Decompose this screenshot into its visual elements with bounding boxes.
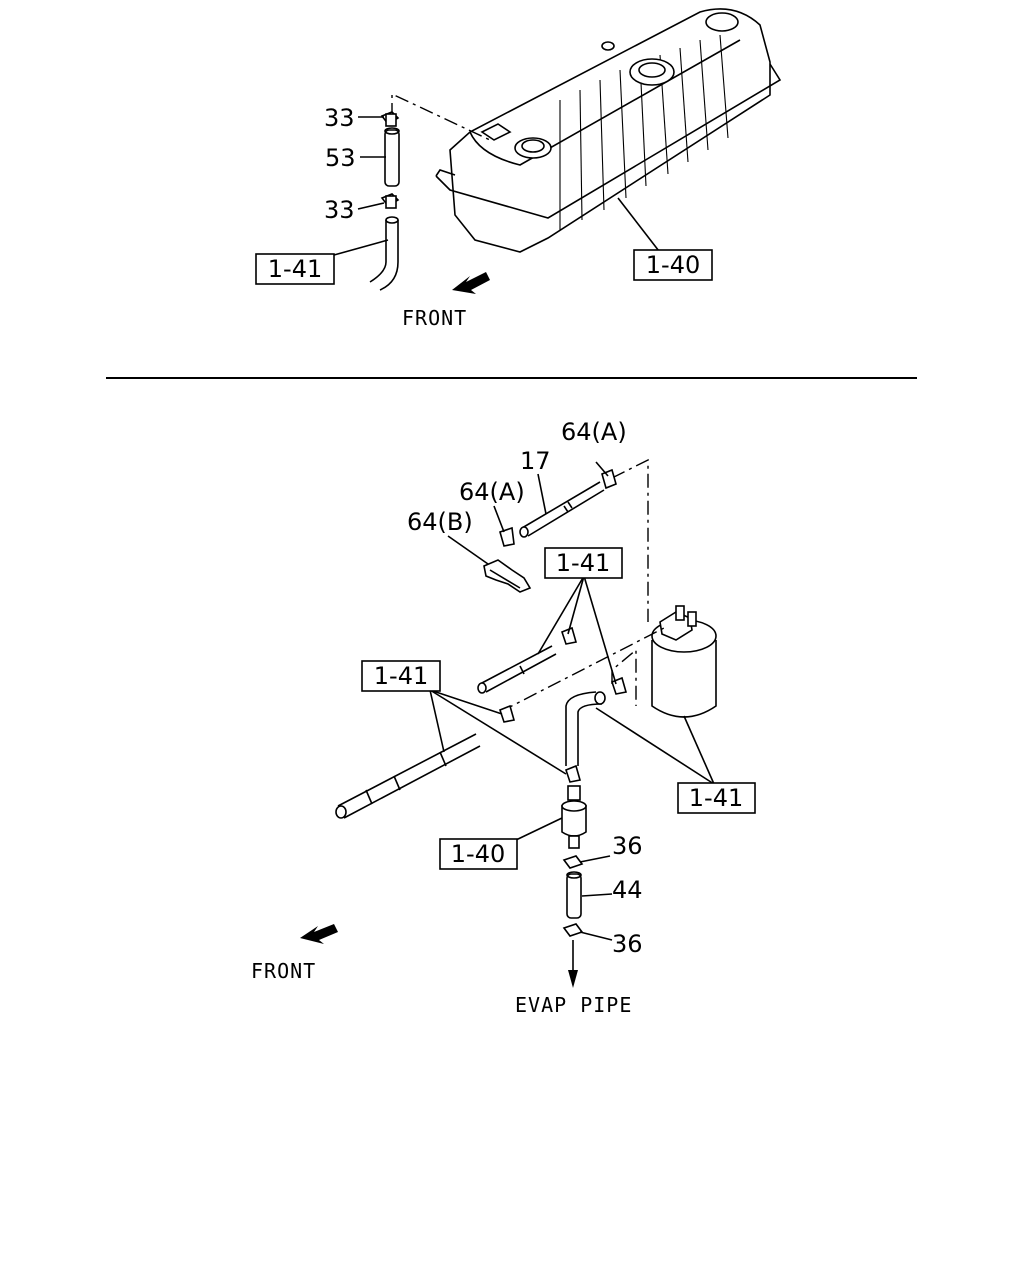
leader-141-top: [333, 239, 389, 256]
leader-17: [537, 473, 547, 515]
evap-canister: [651, 605, 717, 718]
clamp-64a-lower: [499, 526, 515, 547]
vent-pipe-lower: [335, 733, 481, 819]
evap-pipe-label: EVAP PIPE: [515, 993, 632, 1017]
hose-44: [566, 871, 582, 919]
callout-box-141-right: [677, 782, 756, 814]
tube-17: [519, 481, 605, 538]
callout-140-bottom: 1-40: [451, 840, 505, 868]
bent-hose: [565, 691, 606, 766]
leader-141-right-b: [683, 715, 715, 785]
callout-53: 53: [325, 144, 356, 172]
fuel-tank: [435, 8, 782, 253]
leader-33-lower: [357, 202, 385, 210]
front-label-top: FRONT: [402, 306, 467, 330]
connection-line-top: [391, 92, 491, 141]
callout-33-upper: 33: [324, 104, 355, 132]
vent-pipe-upper: [477, 645, 557, 694]
callout-141-left: 1-41: [374, 662, 428, 690]
callout-64a-upper: 64(A): [561, 418, 627, 446]
hose-clip-lower: [380, 193, 400, 209]
callout-36-lower: 36: [612, 930, 643, 958]
front-label-bottom: FRONT: [251, 959, 316, 983]
callout-141-top: 1-41: [268, 255, 322, 283]
front-arrow-bottom-icon: [300, 924, 338, 944]
leader-141-upper-a: [537, 575, 585, 655]
leader-141-right-a: [595, 707, 715, 785]
callout-box-140-bottom: [439, 838, 518, 870]
callout-17: 17: [520, 447, 551, 475]
connection-line-left: [499, 627, 665, 713]
front-arrow-icon: [452, 272, 490, 294]
connection-line-upper: [611, 458, 649, 622]
leader-36-lower: [579, 931, 613, 941]
hose-clip-36-upper: [562, 855, 584, 869]
pipe-clip-4: [565, 764, 582, 783]
leader-141-left-c: [429, 689, 567, 775]
callout-box-140-top: [633, 249, 713, 281]
leader-140-bottom: [515, 817, 563, 841]
leader-36-upper: [579, 855, 611, 863]
clamp-64b: [483, 559, 532, 593]
leader-44: [581, 893, 613, 897]
callout-36-upper: 36: [612, 832, 643, 860]
vent-pipe-top: [369, 216, 399, 291]
callout-44: 44: [612, 876, 643, 904]
clamp-64a-upper: [601, 468, 617, 490]
leader-140-top: [617, 197, 663, 256]
hose-53: [384, 127, 400, 187]
callout-box-141-top: [255, 253, 335, 285]
hose-clip-36-lower: [562, 923, 584, 937]
leader-141-left-b: [429, 689, 503, 715]
callout-box-141-upper: [544, 547, 623, 579]
callout-140-top: 1-40: [646, 251, 700, 279]
leader-64a-lower: [493, 505, 505, 533]
callout-64b: 64(B): [407, 508, 473, 536]
vapor-filter: [561, 785, 587, 849]
leader-141-upper-c: [583, 575, 617, 685]
callout-64a-lower: 64(A): [459, 478, 525, 506]
callout-141-right: 1-41: [689, 784, 743, 812]
connection-line-mid: [611, 648, 637, 706]
pipe-clip-3: [499, 704, 516, 723]
callout-33-lower: 33: [324, 196, 355, 224]
leader-64a-upper: [595, 461, 609, 477]
evap-arrow-icon: [568, 970, 578, 988]
leader-64b: [447, 535, 489, 565]
callout-box-141-left: [361, 660, 441, 692]
hose-clip-upper: [380, 111, 400, 127]
callout-141-upper: 1-41: [556, 549, 610, 577]
leader-141-left-a: [429, 689, 445, 753]
leader-141-upper-b: [567, 575, 585, 635]
